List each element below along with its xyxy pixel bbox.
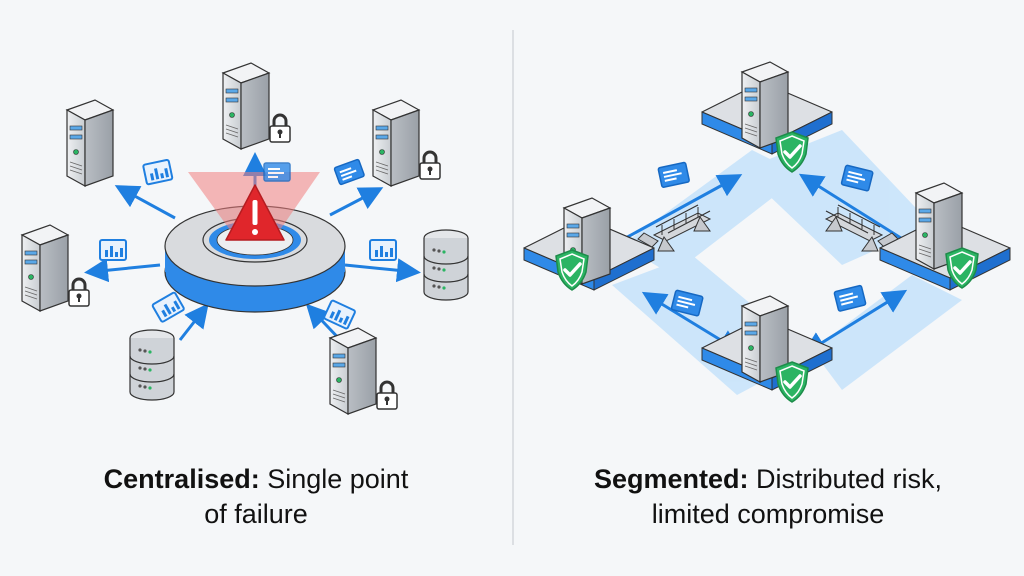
shield-check-icon [774, 360, 810, 404]
panel-divider [512, 30, 514, 545]
chart-card-icon [322, 299, 357, 331]
doc-card-icon [333, 158, 366, 186]
caption-text: Distributed risk, [748, 464, 943, 494]
chart-card-icon [99, 239, 127, 261]
lock-icon [67, 277, 91, 308]
centralised-diagram [21, 62, 469, 415]
caption-text-line2: of failure [204, 499, 308, 529]
segmented-caption: Segmented: Distributed risk, limited com… [512, 462, 1024, 532]
lock-icon [418, 150, 442, 181]
chart-card-icon [151, 291, 186, 324]
warning-triangle-icon [225, 184, 285, 241]
chart-card-icon [369, 239, 397, 261]
data-flow-arrows [84, 152, 421, 347]
lock-icon [375, 380, 399, 411]
caption-text-line2: limited compromise [651, 499, 885, 529]
caption-label: Segmented: [593, 464, 749, 494]
server-node-locked [222, 62, 292, 150]
database-node [129, 329, 175, 401]
lock-icon [268, 113, 292, 144]
server-node-locked [372, 99, 442, 187]
centralised-caption: Centralised: Single point of failure [0, 462, 512, 532]
database-node [423, 229, 469, 301]
doc-card-icon [833, 284, 867, 313]
caption-text: Single point [259, 464, 409, 494]
doc-card-icon [263, 162, 291, 182]
server-node [66, 99, 114, 187]
caption-label: Centralised: [103, 464, 260, 494]
segmented-diagram [523, 61, 1011, 404]
segmented-panel: Segmented: Distributed risk, limited com… [512, 0, 1024, 576]
centralised-panel: Centralised: Single point of failure [0, 62, 512, 532]
server-node-locked [21, 224, 91, 312]
doc-card-icon [657, 161, 691, 189]
server-node-locked [329, 327, 399, 415]
chart-card-icon [142, 158, 174, 186]
segment-node-left [523, 197, 655, 292]
